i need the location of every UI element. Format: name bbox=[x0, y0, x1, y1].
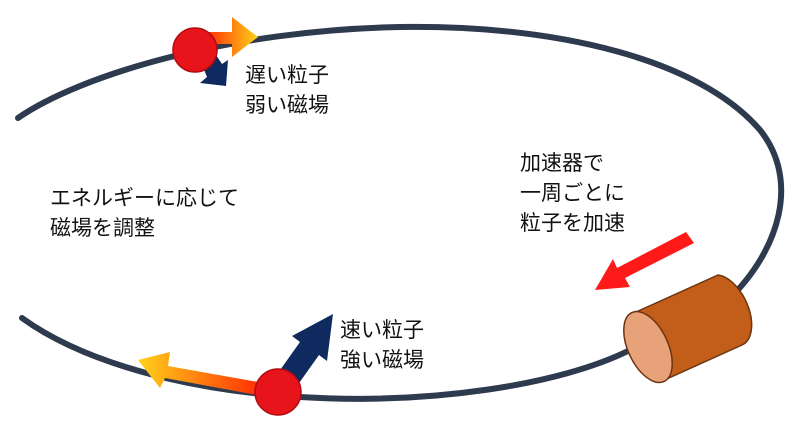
fast-label-line2: 強い磁場 bbox=[340, 348, 424, 372]
field-adjust-label: エネルギーに応じて 磁場を調整 bbox=[50, 183, 239, 243]
slow-label-line1: 遅い粒子 bbox=[245, 63, 329, 87]
accel-label-line2: 一周ごとに bbox=[520, 181, 625, 205]
adjust-label-line1: エネルギーに応じて bbox=[50, 186, 239, 210]
ring-upper-arc bbox=[15, 23, 785, 303]
accel-label-line1: 加速器で bbox=[520, 151, 604, 175]
accel-label-line3: 粒子を加速 bbox=[520, 211, 625, 235]
velocity-arrow-bottom bbox=[138, 352, 275, 398]
fast-particle bbox=[254, 368, 302, 416]
accelerator-label: 加速器で 一周ごとに 粒子を加速 bbox=[520, 148, 625, 238]
adjust-label-line2: 磁場を調整 bbox=[50, 216, 155, 240]
fast-particle-label: 速い粒子 強い磁場 bbox=[340, 315, 424, 375]
accelerator-cylinder bbox=[623, 274, 753, 384]
slow-particle-label: 遅い粒子 弱い磁場 bbox=[245, 60, 329, 120]
velocity-arrow-top bbox=[200, 17, 258, 57]
slow-particle bbox=[172, 27, 218, 73]
accelerator-push-arrow bbox=[595, 232, 694, 290]
slow-label-line2: 弱い磁場 bbox=[245, 93, 329, 117]
fast-label-line1: 速い粒子 bbox=[340, 318, 424, 342]
